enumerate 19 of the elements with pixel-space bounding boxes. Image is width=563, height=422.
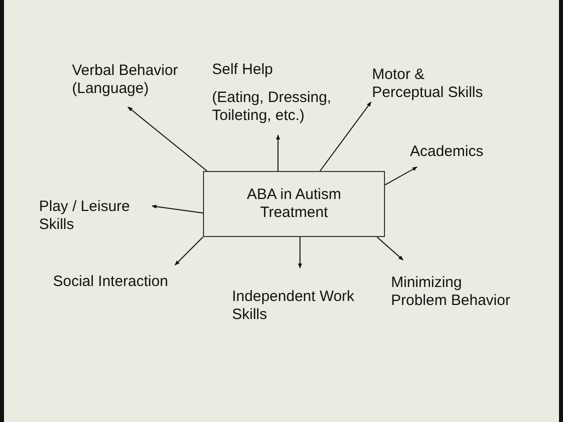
topic-label: Academics — [410, 143, 484, 161]
arrow — [320, 102, 372, 172]
arrow — [127, 106, 208, 172]
arrow — [384, 166, 418, 186]
topic-label: Verbal Behavior (Language) — [72, 62, 179, 98]
arrow — [174, 236, 204, 266]
topic-label: Self Help — [212, 61, 274, 79]
topic-label: Independent Work Skills — [232, 288, 356, 324]
box-title: ABA in Autism Treatment — [246, 186, 342, 222]
arrow — [276, 134, 280, 172]
topic-label: Motor & Perceptual Skills — [372, 66, 484, 102]
topic-label: Minimizing Problem Behavior — [391, 274, 512, 310]
process-box — [203, 171, 385, 237]
arrow — [298, 236, 302, 268]
topic-label: Social Interaction — [53, 273, 170, 291]
topic-label: Play / Leisure Skills — [39, 198, 131, 234]
arrow — [376, 236, 404, 260]
arrow — [152, 204, 204, 214]
topic-detail: (Eating, Dressing, Toileting, etc.) — [212, 89, 332, 125]
